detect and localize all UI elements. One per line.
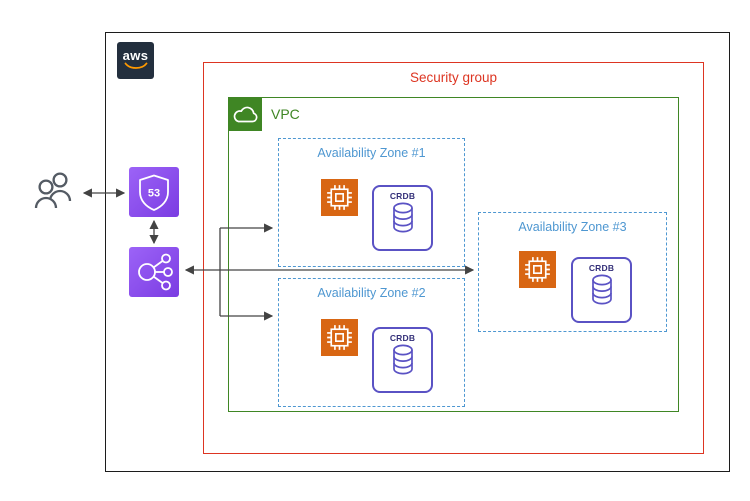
database-icon [392,344,413,375]
aws-logo: aws [117,42,154,79]
crdb-label: CRDB [389,333,416,343]
availability-zone-1-box: Availability Zone #1 CRDB [278,138,465,267]
crdb-label: CRDB [588,263,615,273]
vpc-cloud-icon [228,97,262,131]
aws-cloud-boundary [105,32,730,472]
database-icon [392,202,413,233]
users-icon [27,166,81,225]
availability-zone-2-label: Availability Zone #2 [317,286,426,300]
vpc-label: VPC [271,106,300,122]
route53-shield-icon: 53 [139,174,169,211]
availability-zone-1-label: Availability Zone #1 [317,146,426,160]
database-icon [591,274,612,305]
security-group-label: Security group [409,70,498,85]
availability-zone-3-box: Availability Zone #3 CRDB [478,212,667,332]
load-balancer-glyph-icon [138,253,173,291]
ec2-instance-icon [519,251,556,288]
ec2-instance-icon [321,319,358,356]
vpc-boundary: VPC [228,97,679,412]
aws-smile-icon [124,62,147,69]
route53-number: 53 [148,188,160,200]
crdb-node: CRDB [571,257,632,323]
route53-icon: 53 [129,167,179,217]
availability-zone-3-label: Availability Zone #3 [518,220,627,234]
availability-zone-2-box: Availability Zone #2 CRDB [278,278,465,407]
security-group-boundary: Security group [203,62,704,454]
ec2-instance-icon [321,179,358,216]
crdb-node: CRDB [372,185,433,251]
crdb-label: CRDB [389,191,416,201]
load-balancer-icon [129,247,179,297]
aws-logo-text: aws [122,48,149,63]
crdb-node: CRDB [372,327,433,393]
